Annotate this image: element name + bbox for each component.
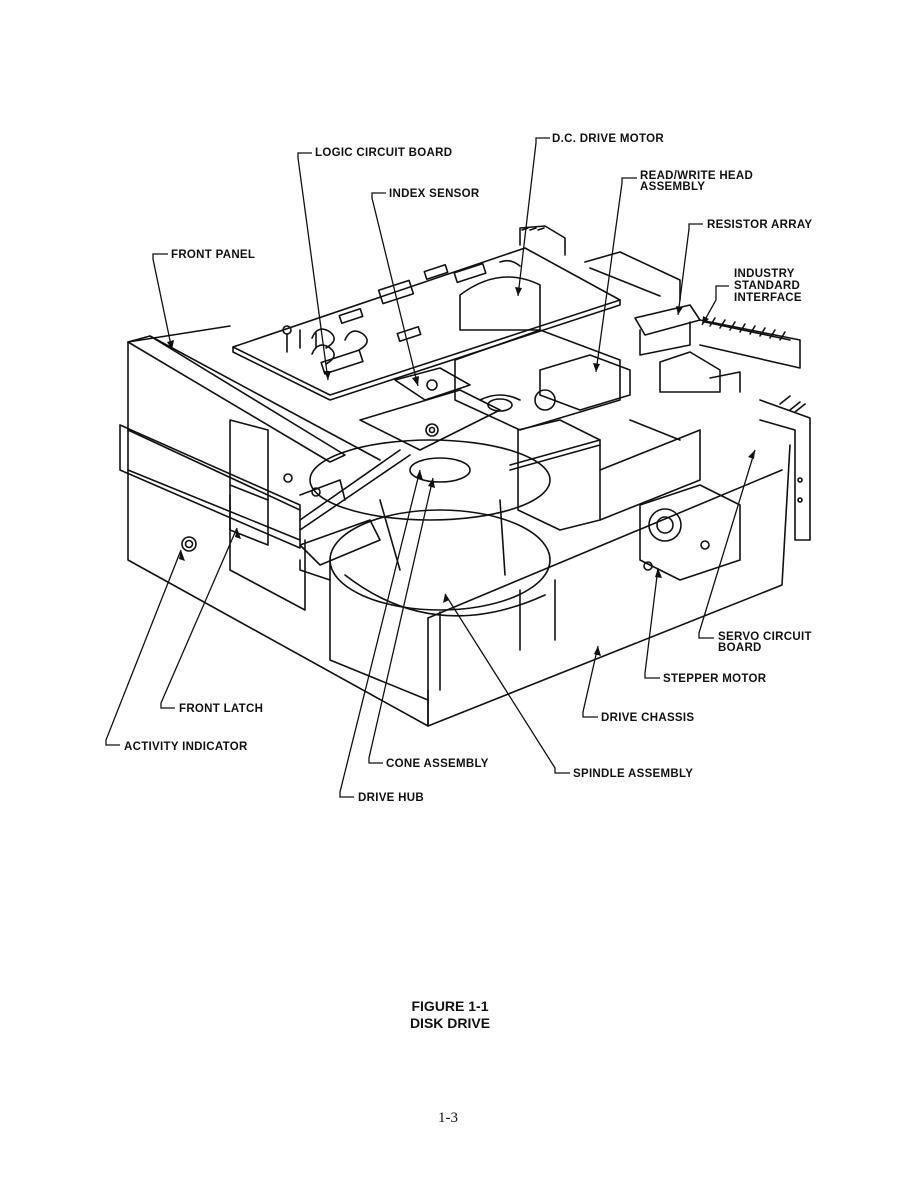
label-drive-chassis: DRIVE CHASSIS <box>601 712 695 724</box>
motor-and-connectors <box>459 225 681 331</box>
spindle-cone-shape <box>299 367 551 617</box>
stepper-motor-shape <box>639 484 741 581</box>
label-index-sensor: INDEX SENSOR <box>389 188 480 200</box>
label-drive-hub: DRIVE HUB <box>358 792 424 804</box>
label-servo-line1: SERVO CIRCUIT <box>718 631 812 643</box>
label-read-write-head-line2: ASSEMBLY <box>640 181 706 193</box>
label-resistor-array: RESISTOR ARRAY <box>707 219 813 231</box>
logic-board-shape <box>232 247 621 401</box>
leader-arrows <box>167 287 755 656</box>
interface-connector <box>634 304 801 393</box>
label-stepper-motor: STEPPER MOTOR <box>663 673 767 685</box>
label-logic-circuit-board: LOGIC CIRCUIT BOARD <box>315 147 453 159</box>
label-interface-line2: STANDARD <box>734 280 801 292</box>
figure-title: DISK DRIVE <box>409 1015 491 1031</box>
label-interface-line1: INDUSTRY <box>734 268 795 280</box>
label-front-latch: FRONT LATCH <box>179 703 264 715</box>
label-front-panel: FRONT PANEL <box>171 249 256 261</box>
label-cone-assembly: CONE ASSEMBLY <box>386 758 489 770</box>
front-panel-bezel <box>119 335 381 552</box>
page-number: 1-3 <box>438 1110 458 1126</box>
label-read-write-head-line1: READ/WRITE HEAD <box>640 170 754 182</box>
figure-number: FIGURE 1-1 <box>411 998 489 1014</box>
drive-chassis-body <box>127 325 791 727</box>
leader-lines <box>105 137 756 798</box>
latch-lever-shape <box>283 473 381 581</box>
head-carriage-shape <box>454 329 701 531</box>
label-spindle-assembly: SPINDLE ASSEMBLY <box>573 768 694 780</box>
label-activity-indicator: ACTIVITY INDICATOR <box>124 741 248 753</box>
label-servo-line2: BOARD <box>718 642 762 654</box>
label-interface-line3: INTERFACE <box>734 292 802 304</box>
servo-board-shape <box>759 395 811 541</box>
label-dc-drive-motor: D.C. DRIVE MOTOR <box>552 133 664 145</box>
